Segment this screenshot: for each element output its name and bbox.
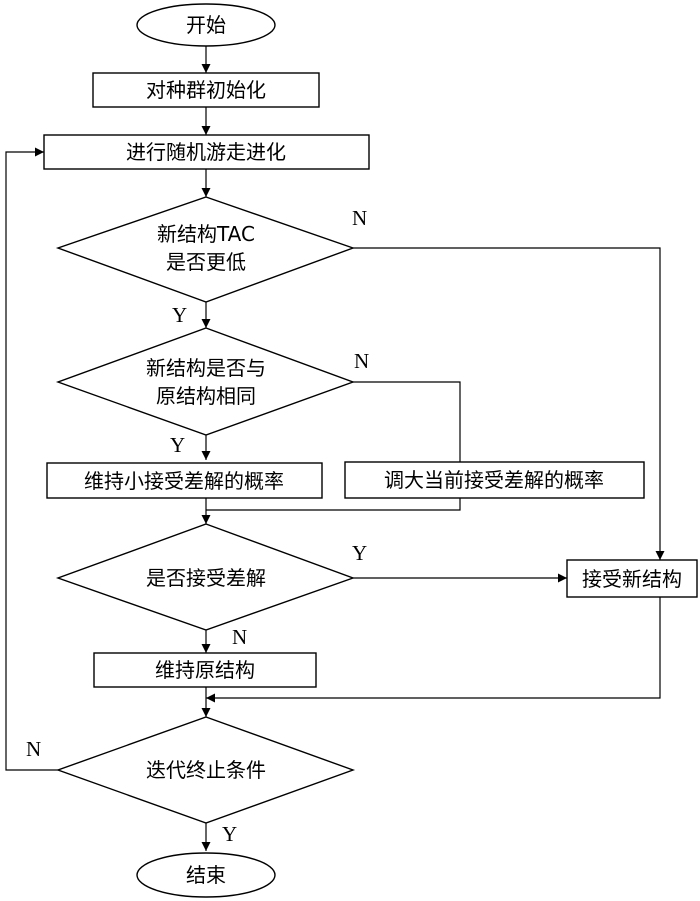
start-text: 开始 [186,13,226,37]
iteration-yes-label: Y [222,822,237,846]
accept-worse-no-label: N [232,625,247,649]
keep-original-text: 维持原结构 [155,658,255,682]
same-text-line2: 原结构相同 [156,384,256,408]
keep-original-box: 维持原结构 [93,652,317,688]
iteration-text: 迭代终止条件 [146,758,266,782]
same-no-label: N [354,349,369,373]
arrow-iter-no-loop [5,147,58,771]
raise-prob-box: 调大当前接受差解的概率 [344,461,645,499]
arrow-same-no [353,381,461,462]
keep-small-prob-text: 维持小接受差解的概率 [84,469,284,493]
tac-decision: 新结构TAC 是否更低 [55,196,356,303]
tac-text-line1: 新结构TAC [157,222,255,246]
accept-worse-decision: 是否接受差解 [55,523,356,631]
connectors [5,46,665,851]
init-box: 对种群初始化 [92,72,320,108]
arrow-raise-merge [206,498,461,511]
accept-worse-text: 是否接受差解 [146,566,266,590]
init-text: 对种群初始化 [146,78,266,102]
same-structure-decision: 新结构是否与 原结构相同 [55,327,356,436]
random-walk-box: 进行随机游走进化 [43,134,370,170]
iteration-no-label: N [26,737,41,761]
iteration-decision: 迭代终止条件 [55,716,356,824]
tac-no-label: N [352,206,367,230]
end-terminal: 结束 [136,852,276,898]
same-text-line1: 新结构是否与 [146,356,266,380]
keep-small-prob-box: 维持小接受差解的概率 [46,462,323,499]
tac-text-line2: 是否更低 [166,250,246,274]
tac-yes-label: Y [172,303,187,327]
arrow-accept-new-merge [206,597,661,703]
accept-worse-yes-label: Y [352,541,367,565]
start-terminal: 开始 [136,3,276,47]
same-yes-label: Y [170,433,185,457]
accept-new-text: 接受新结构 [582,567,682,591]
end-text: 结束 [186,863,226,887]
accept-new-box: 接受新结构 [566,559,698,598]
arrow-tac-no [353,247,665,560]
random-walk-text: 进行随机游走进化 [126,140,286,164]
raise-prob-text: 调大当前接受差解的概率 [384,468,604,492]
